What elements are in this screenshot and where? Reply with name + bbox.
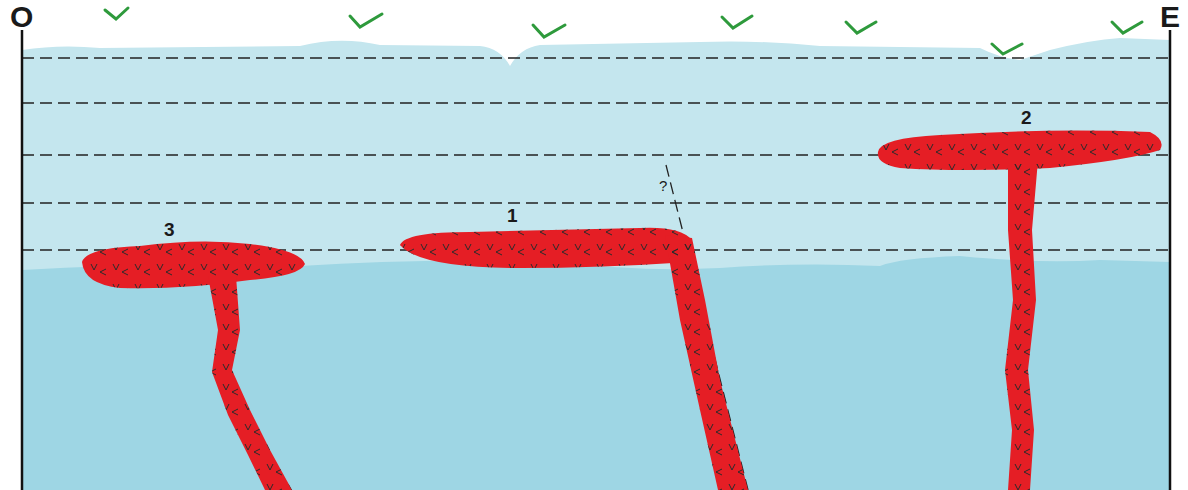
sill-2 — [878, 131, 1162, 490]
fault-line — [666, 165, 748, 490]
intrusions — [82, 131, 1162, 490]
direction-label: E — [1160, 2, 1180, 32]
direction-label: O — [10, 2, 33, 32]
section-border — [22, 30, 1170, 490]
sill-1 — [400, 228, 748, 490]
question-mark: ? — [659, 178, 667, 193]
vegetation — [105, 8, 1142, 54]
bedding-lines — [22, 58, 1170, 250]
upper-strata — [22, 38, 1170, 490]
callout-number: 2 — [1021, 108, 1032, 127]
sill-3 — [82, 241, 305, 490]
lower-strata — [22, 256, 1170, 490]
callout-number: 1 — [507, 206, 518, 225]
callout-number: 3 — [164, 220, 175, 239]
